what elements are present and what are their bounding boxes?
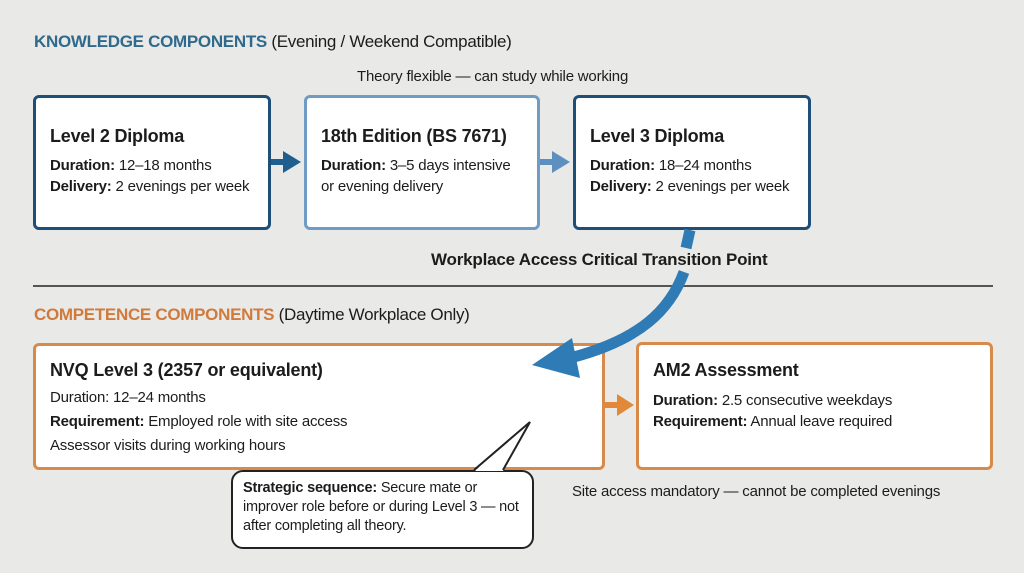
section-divider xyxy=(33,285,993,287)
competence-title-suffix: (Daytime Workplace Only) xyxy=(274,305,470,324)
level-3-diploma-box: Level 3 Diploma Duration: 18–24 months D… xyxy=(573,95,811,230)
box-title: 18th Edition (BS 7671) xyxy=(321,126,507,146)
nvq-level-3-box: NVQ Level 3 (2357 or equivalent) Duratio… xyxy=(33,343,605,470)
knowledge-section-title: KNOWLEDGE COMPONENTS (Evening / Weekend … xyxy=(34,32,512,52)
arrow-right-icon xyxy=(605,394,634,416)
arrow-right-icon xyxy=(271,151,301,173)
delivery-line: or evening delivery xyxy=(321,178,444,195)
duration-line: Duration: 12–24 months xyxy=(50,389,206,406)
requirement-line: Requirement: Annual leave required xyxy=(653,413,893,430)
duration-line: Duration: 12–18 months xyxy=(50,157,212,174)
callout-text: Secure mate or improver role before or d… xyxy=(243,480,519,534)
level-2-diploma-box: Level 2 Diploma Duration: 12–18 months D… xyxy=(33,95,271,230)
strategic-sequence-callout: Strategic sequence: Secure mate or impro… xyxy=(231,470,534,549)
18th-edition-box: 18th Edition (BS 7671) Duration: 3–5 day… xyxy=(304,95,540,230)
requirement-line: Requirement: Employed role with site acc… xyxy=(50,413,348,430)
duration-line: Duration: 2.5 consecutive weekdays xyxy=(653,392,893,409)
competence-title-keyword: COMPETENCE COMPONENTS xyxy=(34,305,275,324)
box-title: NVQ Level 3 (2357 or equivalent) xyxy=(50,360,323,380)
knowledge-title-suffix: (Evening / Weekend Compatible) xyxy=(266,32,512,51)
site-access-note: Site access mandatory — cannot be comple… xyxy=(572,483,941,500)
competence-section-title: COMPETENCE COMPONENTS (Daytime Workplace… xyxy=(34,305,470,325)
delivery-line: Delivery: 2 evenings per week xyxy=(50,178,250,195)
duration-line: Duration: 18–24 months xyxy=(590,157,752,174)
box-title: AM2 Assessment xyxy=(653,360,799,380)
theory-flexible-note: Theory flexible — can study while workin… xyxy=(357,68,629,85)
delivery-line: Delivery: 2 evenings per week xyxy=(590,178,790,195)
arrow-right-icon xyxy=(540,151,570,173)
callout-label: Strategic sequence: xyxy=(243,480,377,496)
duration-line: Duration: 3–5 days intensive xyxy=(321,157,511,174)
box-title: Level 3 Diploma xyxy=(590,126,725,146)
am2-assessment-box: AM2 Assessment Duration: 2.5 consecutive… xyxy=(636,342,993,470)
transition-point-label: Workplace Access Critical Transition Poi… xyxy=(431,250,768,269)
knowledge-title-keyword: KNOWLEDGE COMPONENTS xyxy=(34,32,267,51)
box-title: Level 2 Diploma xyxy=(50,126,185,146)
assessor-line: Assessor visits during working hours xyxy=(50,437,286,454)
